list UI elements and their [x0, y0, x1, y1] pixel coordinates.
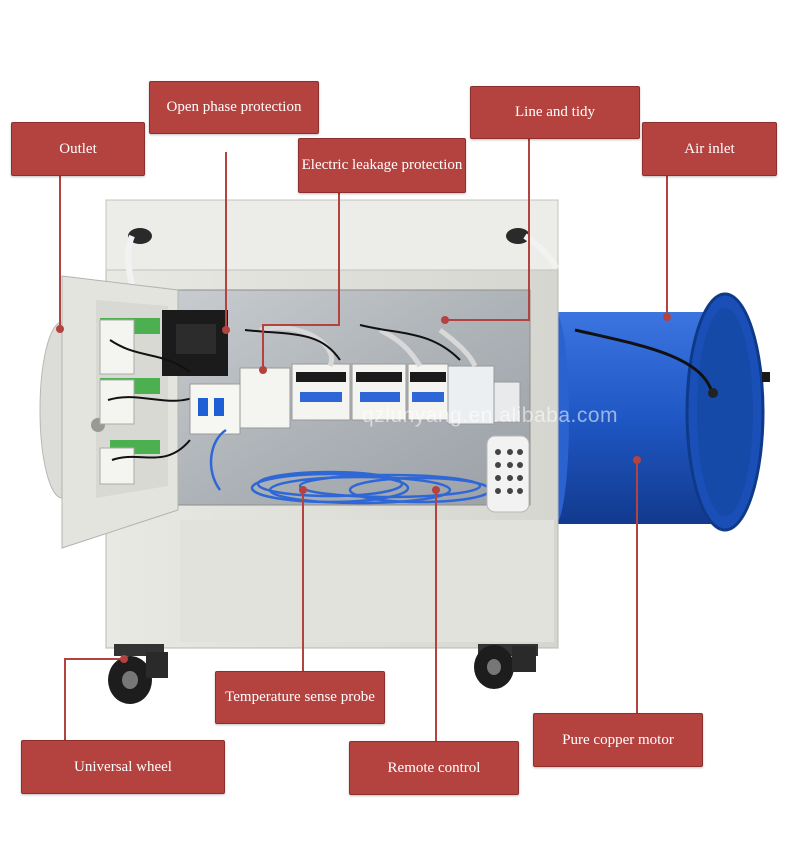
label-universal-wheel: Universal wheel	[21, 740, 225, 794]
leader-dot-open-phase	[222, 326, 230, 334]
leader-dot-remote	[432, 486, 440, 494]
label-remote-control: Remote control	[349, 741, 519, 795]
leader-wheel-v	[64, 658, 66, 741]
leader-dot-air-inlet	[663, 313, 671, 321]
leader-temp-probe	[302, 490, 304, 673]
leader-dot-line-tidy	[441, 316, 449, 324]
leader-leakage-v2	[262, 324, 264, 370]
leader-line-tidy-h	[445, 319, 530, 321]
leader-motor	[636, 460, 638, 715]
label-open-phase-protection: Open phase protection	[149, 81, 319, 134]
fan-duct	[541, 292, 770, 532]
leader-dot-temp-probe	[299, 486, 307, 494]
leader-dot-wheel	[120, 655, 128, 663]
leader-air-inlet	[666, 175, 668, 317]
label-temperature-sense-probe: Temperature sense probe	[215, 671, 385, 724]
leader-wheel-h	[64, 658, 124, 660]
leader-dot-outlet	[56, 325, 64, 333]
label-air-inlet: Air inlet	[642, 122, 777, 176]
label-outlet: Outlet	[11, 122, 145, 176]
breakers	[189, 324, 521, 435]
leader-dot-leakage	[259, 366, 267, 374]
label-pure-copper-motor: Pure copper motor	[533, 713, 703, 767]
leader-line-tidy	[528, 138, 530, 320]
leader-leakage	[338, 193, 340, 325]
caster-right	[474, 644, 538, 689]
leader-remote	[435, 490, 437, 742]
remote-device	[486, 435, 530, 513]
label-line-and-tidy: Line and tidy	[470, 86, 640, 139]
label-electric-leakage-protection: Electric leakage protection	[298, 138, 466, 193]
leader-open-phase	[225, 152, 227, 330]
leader-leakage-h	[262, 324, 340, 326]
caster-left	[108, 644, 168, 704]
leader-dot-motor	[633, 456, 641, 464]
watermark: qzlunyang.en.alibaba.com	[362, 404, 619, 427]
door-components	[99, 310, 228, 485]
leader-outlet	[59, 175, 61, 329]
